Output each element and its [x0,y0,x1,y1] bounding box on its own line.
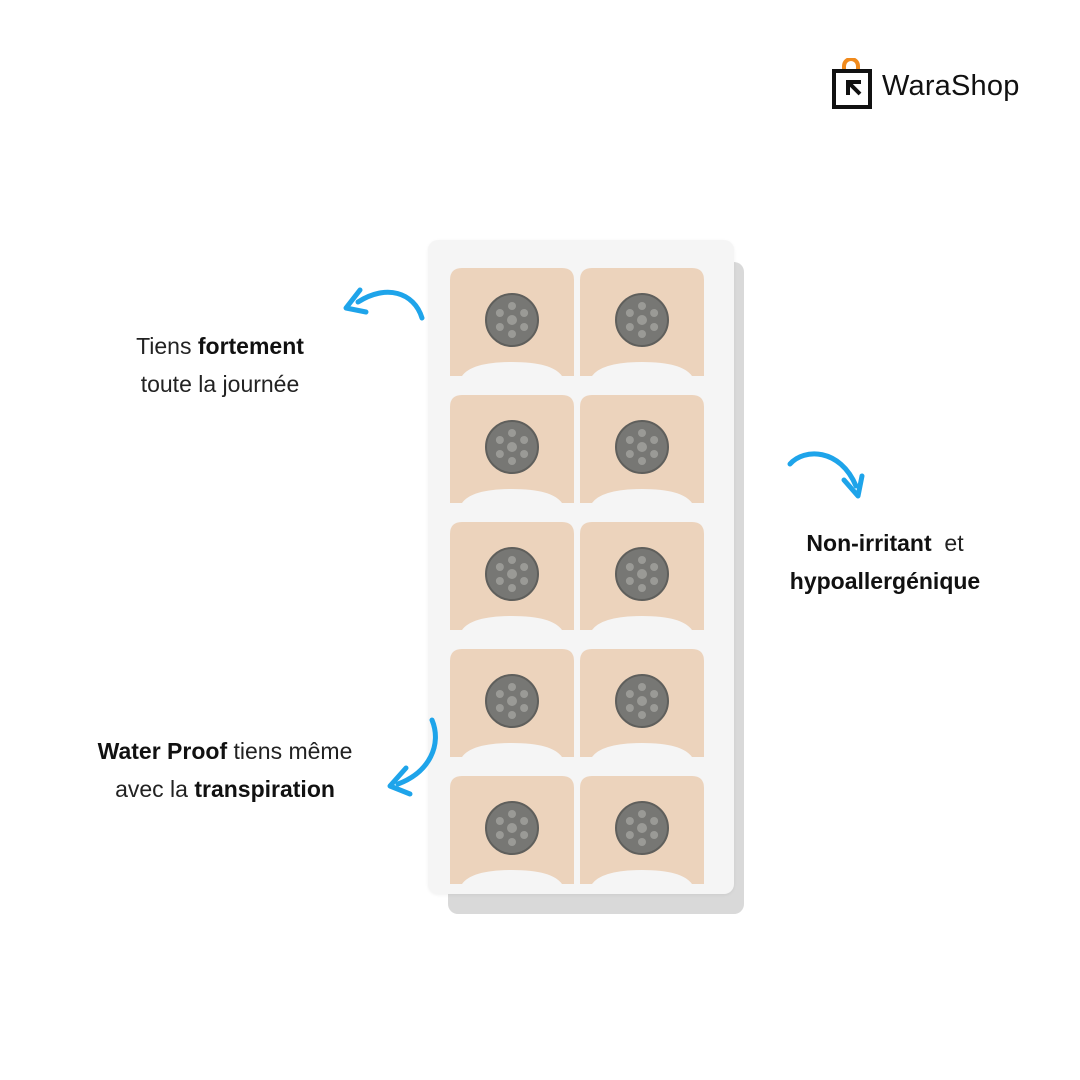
curved-arrow-left-icon [343,287,425,321]
brand-name: WaraShop [882,70,1020,102]
acupressure-patch [450,776,574,886]
shopping-bag-return-icon [832,57,874,115]
brand-logo[interactable]: WaraShop [832,57,1020,115]
acupressure-patch [580,649,704,759]
curved-arrow-down-left-icon [387,717,438,797]
acupressure-patch [450,649,574,759]
acupressure-patch [450,268,574,378]
patch-sheet [428,240,734,894]
curved-arrow-down-icon [787,451,865,499]
caption-strong-hold: Tiens fortement toute la journée [136,333,304,397]
acupressure-patch [580,522,704,632]
acupressure-patch [450,522,574,632]
acupressure-patch [580,776,704,886]
acupressure-patch [580,268,704,378]
caption-non-irritant: Non-irritant et hypoallergénique [789,530,981,594]
acupressure-patch [450,395,574,505]
caption-water-proof: Water Proof tiens même avec la transpira… [97,738,353,802]
acupressure-patch [580,395,704,505]
